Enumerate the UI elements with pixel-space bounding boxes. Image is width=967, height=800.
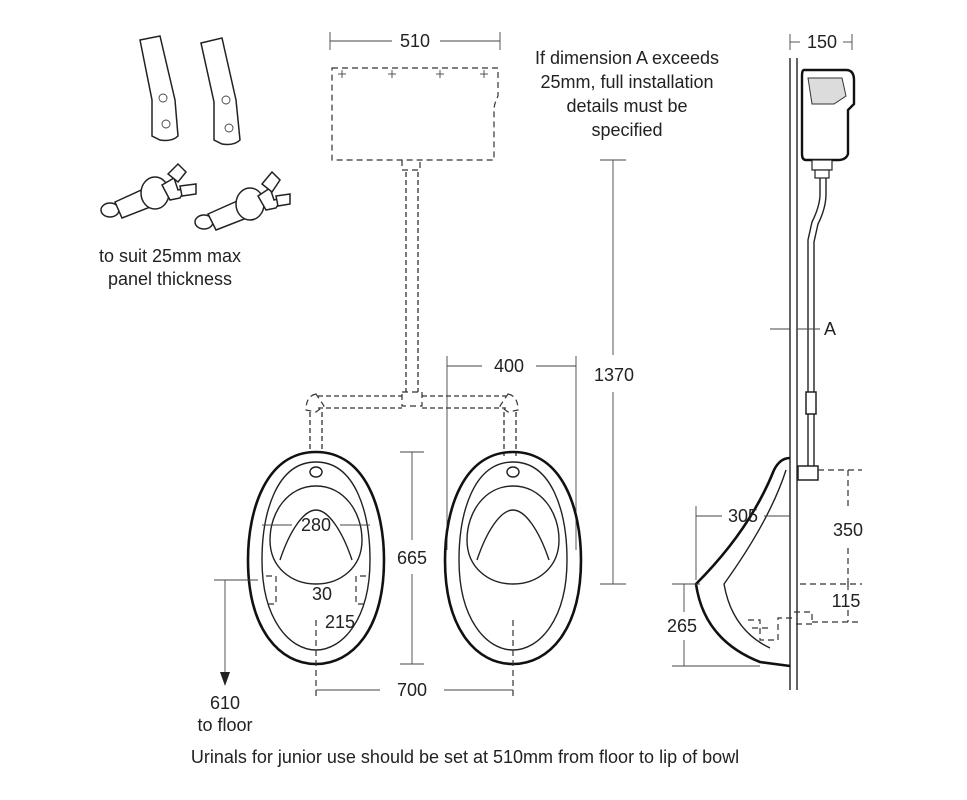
floor-height-value: 610 bbox=[210, 693, 240, 713]
flush-pipe bbox=[305, 160, 519, 456]
fixing-bolt-left bbox=[100, 162, 197, 219]
overall-width-dimension: 700 bbox=[315, 620, 514, 700]
dimension-a-label: A bbox=[824, 319, 836, 339]
wall-depth-label: 150 bbox=[807, 32, 837, 52]
footer-note: Urinals for junior use should be set at … bbox=[191, 747, 739, 767]
cistern-width-dimension: 510 bbox=[329, 31, 501, 51]
waste-to-lip-label: 115 bbox=[832, 591, 861, 611]
side-urinal-profile bbox=[694, 456, 813, 668]
cistern-width-label: 510 bbox=[400, 31, 430, 51]
bowl-spacing-dimension: 400 bbox=[446, 356, 577, 550]
panel-fixing-bolts bbox=[100, 162, 291, 231]
dimension-a-note-line-1: If dimension A exceeds bbox=[535, 48, 719, 68]
wall-hanger-left bbox=[139, 35, 179, 142]
projection-dimension: 305 bbox=[695, 506, 790, 580]
floor-height-caption: to floor bbox=[197, 715, 252, 735]
overall-width-label: 700 bbox=[397, 680, 427, 700]
floor-height-dimension: 610 to floor bbox=[197, 579, 258, 735]
bowl-width-dimension: 280 bbox=[262, 515, 370, 535]
right-vertical-dimensions: 350 115 bbox=[800, 469, 863, 623]
bowl-spacing-label: 400 bbox=[494, 356, 524, 376]
panel-note-line-2: panel thickness bbox=[108, 269, 232, 289]
wall-hanger-brackets bbox=[139, 35, 241, 146]
dimension-a-note-line-3: details must be bbox=[566, 96, 687, 116]
bowl-height-dimension: 665 bbox=[397, 451, 427, 665]
wall-hanger-right bbox=[200, 37, 241, 146]
fixing-bolt-right bbox=[194, 170, 291, 231]
cistern-height-label: 1370 bbox=[594, 365, 634, 385]
dimension-a-note-line-2: 25mm, full installation bbox=[540, 72, 713, 92]
cistern-outline bbox=[331, 67, 499, 161]
bowl-lip-to-waste-label: 215 bbox=[325, 612, 355, 632]
waste-offset-label: 30 bbox=[312, 584, 332, 604]
side-cistern bbox=[800, 68, 856, 179]
panel-note-line-1: to suit 25mm max bbox=[99, 246, 241, 266]
lip-to-spreader-label: 350 bbox=[833, 520, 863, 540]
wall-section bbox=[789, 58, 798, 690]
bowl-width-label: 280 bbox=[301, 515, 331, 535]
wall-depth-dimension: 150 bbox=[789, 32, 853, 52]
dimension-a-note-line-4: specified bbox=[591, 120, 662, 140]
dimension-a-marker: A bbox=[770, 319, 836, 339]
cistern-height-dimension: 1370 bbox=[594, 159, 634, 585]
projection-label: 305 bbox=[728, 506, 758, 526]
bowl-height-label: 665 bbox=[397, 548, 427, 568]
waste-height-dimension: 265 bbox=[667, 583, 760, 667]
waste-height-label: 265 bbox=[667, 616, 697, 636]
side-flush-pipe bbox=[797, 178, 827, 481]
